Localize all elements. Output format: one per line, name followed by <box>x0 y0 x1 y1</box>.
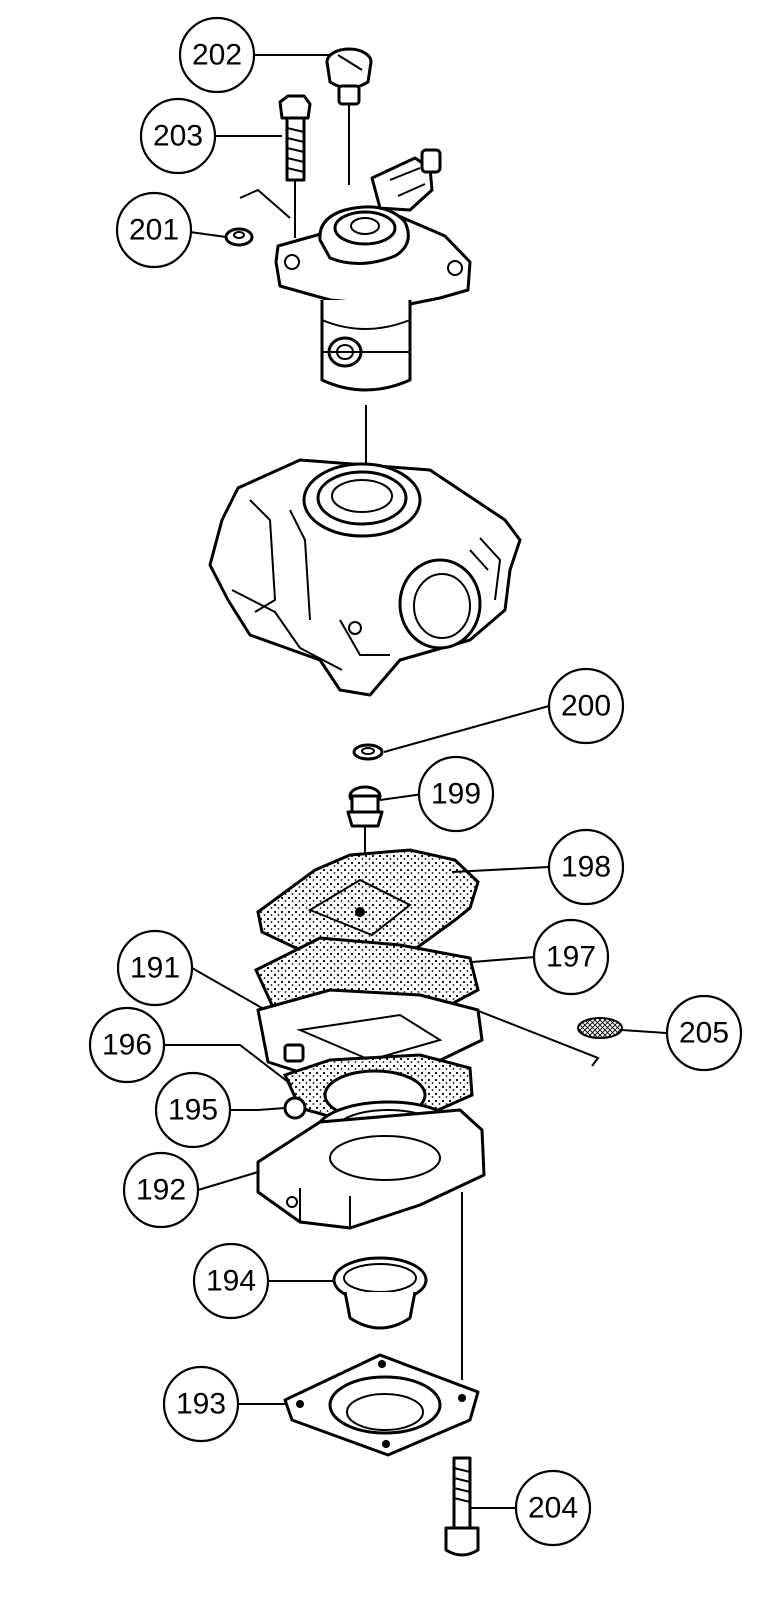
callout-193: 193 <box>162 1365 240 1443</box>
callout-201-label: 201 <box>129 214 179 247</box>
callout-204: 204 <box>514 1469 592 1547</box>
callout-204-label: 204 <box>528 1492 578 1525</box>
part-202-adjust-screw <box>325 47 373 185</box>
callout-199-label: 199 <box>431 778 481 811</box>
part-192-pump-body <box>256 1108 486 1380</box>
part-203-bolt <box>278 94 312 238</box>
callout-198-label: 198 <box>561 851 611 884</box>
callout-203: 203 <box>139 97 217 175</box>
callout-194-label: 194 <box>206 1265 256 1298</box>
callout-192-label: 192 <box>136 1174 186 1207</box>
callout-202: 202 <box>178 16 256 94</box>
part-204-bolt <box>444 1456 480 1557</box>
callout-195-label: 195 <box>168 1094 218 1127</box>
callout-196: 196 <box>88 1006 166 1084</box>
callout-195: 195 <box>154 1071 232 1149</box>
callout-205: 205 <box>665 994 743 1072</box>
leader-lines <box>164 54 667 1509</box>
part-194-cup <box>332 1256 428 1330</box>
callout-205-label: 205 <box>679 1017 729 1050</box>
part-201-washer <box>224 188 291 247</box>
callout-197: 197 <box>532 918 610 996</box>
callout-200-label: 200 <box>561 690 611 723</box>
callout-191-label: 191 <box>130 952 180 985</box>
callout-203-label: 203 <box>153 120 203 153</box>
part-193-cover <box>283 1353 480 1457</box>
callout-201: 201 <box>115 191 193 269</box>
callout-196-label: 196 <box>102 1029 152 1062</box>
carburetor-main-body <box>208 458 522 697</box>
callout-197-label: 197 <box>546 941 596 974</box>
callout-202-label: 202 <box>192 39 242 72</box>
callout-200: 200 <box>547 667 625 745</box>
callout-198: 198 <box>547 828 625 906</box>
throttle-body-part <box>224 47 472 470</box>
callout-192: 192 <box>122 1151 200 1229</box>
callout-191: 191 <box>116 929 194 1007</box>
callout-199: 199 <box>417 755 495 833</box>
part-205-filter-screen <box>475 1009 623 1067</box>
part-200-washer <box>352 743 384 761</box>
callout-194: 194 <box>192 1242 270 1320</box>
callout-193-label: 193 <box>176 1388 226 1421</box>
